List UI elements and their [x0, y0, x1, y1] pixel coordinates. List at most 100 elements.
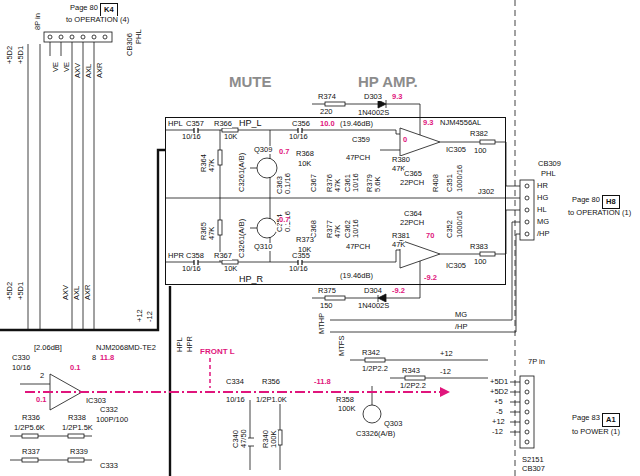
- component-label: Q303: [384, 420, 402, 428]
- wire-shape: [257, 218, 277, 238]
- component-label: C3261(A/B): [238, 153, 246, 192]
- wire-shape: [22, 458, 38, 462]
- component-label: to POWER (1): [572, 428, 620, 436]
- component-label: 1/2P2.2: [362, 365, 388, 373]
- component-label: /HP: [537, 230, 550, 238]
- wire-shape: [525, 208, 529, 212]
- wire-shape: [525, 430, 529, 434]
- component-label: AXR: [96, 63, 104, 78]
- component-label: R366: [214, 120, 232, 128]
- component-label: C352: [446, 220, 454, 238]
- component-label: C3326(A/B): [356, 430, 395, 438]
- wire-shape: [378, 294, 386, 302]
- component-label: AXL: [73, 286, 81, 300]
- component-label: Q309: [254, 146, 272, 154]
- component-label: AXR: [84, 285, 92, 300]
- component-label: to OPERATION (4): [66, 16, 129, 24]
- component-label: R382: [470, 130, 488, 138]
- wire-shape: [165, 198, 520, 199]
- component-label: (19.46dB): [340, 272, 373, 280]
- wire-shape: [372, 386, 373, 405]
- component-label: MTHP: [318, 313, 326, 334]
- component-label: 10/16: [289, 133, 308, 141]
- wire-shape: [312, 104, 420, 135]
- component-label: C357: [186, 120, 204, 128]
- component-label: 10/16: [182, 265, 201, 273]
- component-label: 1/2P2.2: [400, 382, 426, 390]
- component-label: 2: [40, 372, 44, 380]
- voltage-value: 10.0: [320, 120, 335, 128]
- component-label: 1/2P1.5K: [62, 424, 93, 432]
- component-label: R339: [70, 448, 88, 456]
- component-label: 47PCH: [346, 243, 370, 251]
- component-label: C363: [276, 176, 284, 194]
- component-label: R358: [336, 396, 354, 404]
- wire-shape: [0, 150, 165, 330]
- voltage-value: -9.2: [392, 287, 405, 295]
- component-label: HPR: [168, 252, 184, 260]
- component-label: CB309: [538, 160, 561, 168]
- component-label: 47K: [334, 225, 342, 238]
- component-label: 100P/100: [96, 416, 128, 424]
- component-label: +12: [136, 309, 144, 322]
- component-label: 8: [92, 354, 96, 362]
- component-label: R376: [326, 174, 334, 192]
- wire-shape: [246, 400, 280, 470]
- component-label: 100K: [338, 405, 356, 413]
- wire-shape: [22, 434, 38, 438]
- wire-shape: [525, 184, 529, 188]
- component-label: /HP: [455, 323, 468, 331]
- component-label: IC305: [446, 146, 466, 154]
- component-label: R365: [200, 222, 208, 240]
- component-label: 47K: [208, 159, 216, 172]
- component-label: +5: [494, 398, 503, 406]
- wire-shape: [81, 35, 85, 39]
- component-label: 10K: [224, 265, 237, 273]
- component-label: 10/16: [289, 265, 308, 273]
- component-label: Q310: [254, 243, 272, 251]
- wire-shape: [70, 35, 74, 39]
- voltage-value: 70: [426, 232, 434, 240]
- component-label: Page 83: [572, 414, 600, 422]
- wire-shape: [312, 261, 420, 298]
- component-label: 47K: [334, 179, 342, 192]
- component-label: -12: [440, 368, 451, 376]
- component-label: AXL: [85, 64, 93, 78]
- wire-shape: [194, 259, 302, 265]
- wire-shape: [25, 391, 440, 393]
- component-label: 0.1/16: [284, 173, 292, 194]
- voltage-value: 11.8: [100, 354, 114, 362]
- wire-shape: [250, 198, 270, 262]
- component-label: 47K: [208, 227, 216, 240]
- voltage-value: 9.3: [392, 93, 402, 101]
- wire-shape: [480, 140, 495, 144]
- component-label: 22PCH: [400, 219, 424, 227]
- wire-shape: [520, 376, 534, 448]
- wire-group: [0, 0, 534, 476]
- component-label: C364: [404, 210, 422, 218]
- component-label: PHL: [135, 29, 143, 44]
- page-ref-text: A1: [606, 416, 616, 424]
- component-label: R408: [432, 174, 440, 192]
- component-label: to OPERATION (1): [568, 209, 631, 217]
- component-label: NJM2068MD-TE2: [96, 344, 156, 352]
- component-label: C340: [232, 430, 240, 448]
- component-label: +5D2: [6, 46, 14, 64]
- signal-path: [25, 358, 450, 397]
- component-label: HPL: [176, 337, 184, 352]
- voltage-value: -9.2: [424, 274, 437, 282]
- page-ref-box: H8: [602, 195, 620, 209]
- voltage-value: -11.8: [314, 378, 331, 386]
- component-label: 1000/16: [456, 211, 464, 238]
- component-label: R380: [392, 156, 410, 164]
- wire-shape: [525, 380, 529, 384]
- component-label: 1N4002S: [358, 109, 389, 117]
- component-label: HPL: [168, 120, 183, 128]
- component-label: VE: [52, 62, 60, 72]
- component-label: +12: [440, 350, 453, 358]
- component-label: C367: [310, 174, 318, 192]
- component-label: 10/16: [182, 133, 201, 141]
- component-label: R364: [200, 154, 208, 172]
- wire-shape: [257, 158, 277, 178]
